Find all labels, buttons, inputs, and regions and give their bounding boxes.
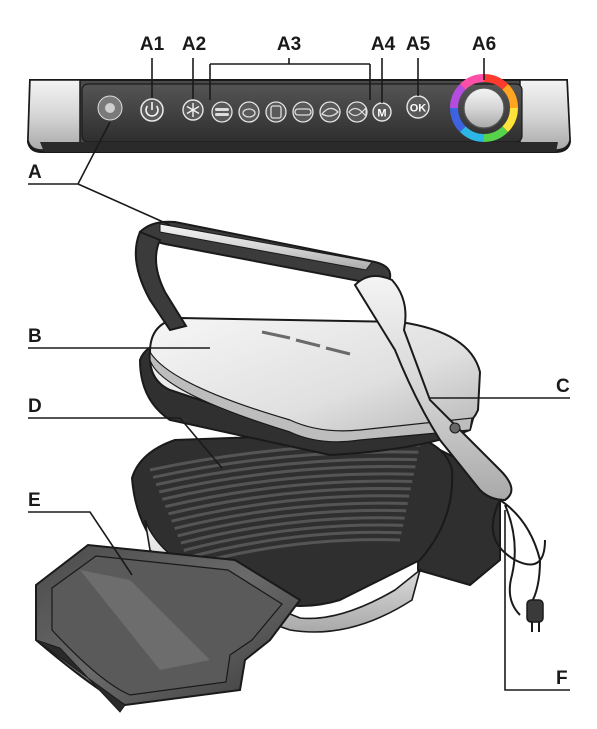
handle-right-arm	[353, 275, 513, 502]
frozen-button[interactable]	[182, 99, 204, 121]
ring-segment	[450, 83, 466, 109]
ring-segment	[483, 126, 509, 142]
ok-label: OK	[410, 103, 427, 115]
grill-ribs	[149, 443, 421, 567]
program-buttons	[211, 101, 368, 123]
handle-left-arm	[134, 230, 188, 332]
grill-rib	[165, 479, 413, 508]
ring-segment	[459, 126, 485, 142]
grill-rib	[180, 516, 405, 545]
meat-icon	[321, 107, 339, 117]
label-a1: A1	[140, 34, 165, 55]
sensor-badge	[97, 95, 123, 121]
ring-segment	[459, 74, 485, 90]
ok-button[interactable]: OK	[406, 95, 430, 119]
manual-mode-button[interactable]: M	[372, 102, 392, 122]
leader-lines	[28, 58, 570, 691]
grill-rib	[158, 465, 416, 494]
hinge-screw	[449, 422, 461, 434]
callout-labels: A1 A2 A3 A4 A5 A6 A B C D E F	[28, 34, 570, 689]
program-meat-button[interactable]	[319, 101, 341, 123]
program-poultry-button[interactable]	[238, 101, 260, 123]
grill-rib	[174, 501, 408, 530]
label-a: A	[28, 162, 42, 183]
label-e: E	[28, 490, 41, 511]
label-b: B	[28, 326, 42, 347]
sausage-icon	[294, 108, 312, 116]
poultry-icon	[242, 108, 256, 118]
grill-rib	[171, 494, 410, 523]
ring-segment	[502, 107, 518, 133]
label-a3: A3	[277, 34, 301, 55]
label-a2: A2	[182, 34, 206, 55]
fish-icon	[348, 106, 367, 118]
ring-segment	[450, 107, 466, 133]
label-a4: A4	[371, 34, 396, 55]
power-button[interactable]	[140, 98, 164, 122]
manual-mode-label: M	[377, 108, 386, 120]
panel-right-cap	[519, 79, 571, 151]
program-sandwich-button[interactable]	[265, 101, 287, 123]
panel-left-cap	[27, 79, 81, 151]
grill-rib	[177, 508, 407, 538]
grill-rib	[152, 450, 419, 479]
grill-appliance	[130, 220, 546, 633]
burger-icon	[215, 108, 229, 111]
grill-rib	[168, 486, 411, 516]
grill-rib	[155, 457, 417, 487]
label-f: F	[556, 668, 568, 689]
drip-tray	[35, 543, 302, 713]
program-burger-button[interactable]	[211, 101, 233, 123]
label-a6: A6	[472, 34, 496, 55]
ring-segment	[483, 74, 509, 90]
grill-rib	[161, 472, 414, 501]
label-d: D	[28, 396, 42, 417]
ring-segment	[502, 83, 518, 109]
label-c: C	[556, 376, 570, 397]
power-plug	[526, 599, 544, 632]
sandwich-icon	[270, 105, 282, 119]
grill-rib	[183, 523, 404, 552]
lid-logo	[261, 330, 351, 356]
power-cord	[491, 499, 546, 616]
grill-rib	[186, 530, 402, 560]
cooking-level-center	[463, 87, 505, 129]
snowflake-icon	[186, 103, 200, 117]
label-a5: A5	[406, 34, 431, 55]
cooking-level-ring	[450, 74, 518, 142]
program-sausage-button[interactable]	[292, 101, 314, 123]
program-fish-button[interactable]	[346, 101, 368, 123]
control-panel: M OK	[26, 74, 572, 153]
